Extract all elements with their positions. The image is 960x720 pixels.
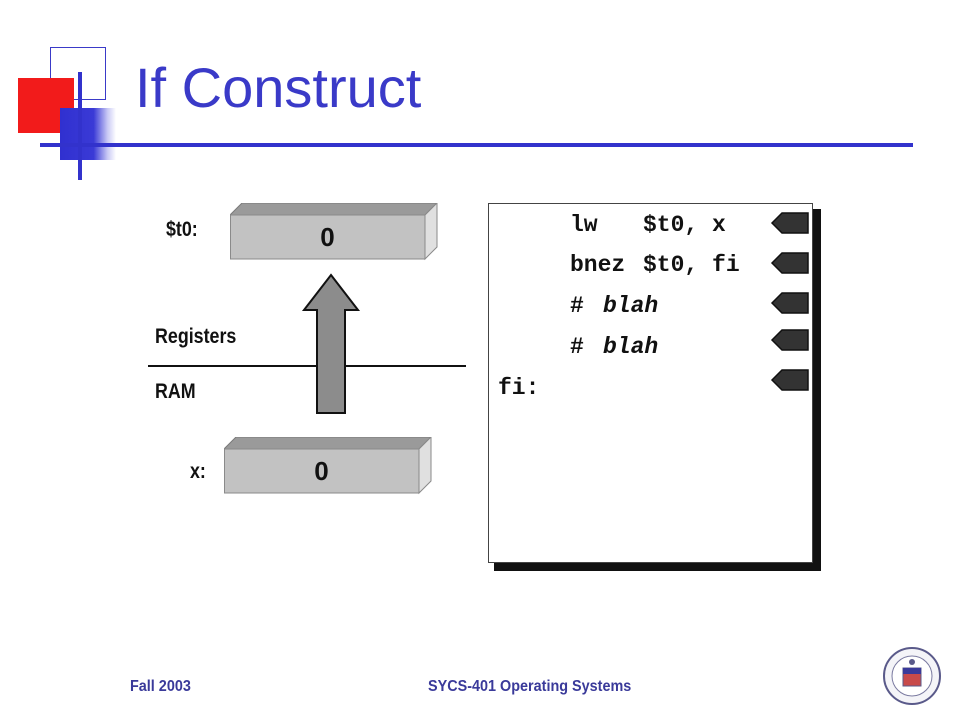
code-line-4-comment: blah [603, 334, 659, 360]
decor-vertical-line [78, 72, 82, 180]
footer-course: SYCS-401 Operating Systems [428, 678, 632, 695]
pointer-tag-icon [770, 329, 809, 351]
slide-title: If Construct [135, 56, 422, 119]
pointer-tag-icon [770, 292, 809, 314]
memory-value: 0 [314, 455, 329, 486]
university-seal-icon [883, 647, 941, 705]
code-line-1-args: $t0, x [643, 212, 726, 238]
registers-label: Registers [155, 325, 237, 348]
code-line-2-op: bnez [570, 252, 626, 278]
code-line-1-op: lw [570, 212, 598, 238]
footer-date: Fall 2003 [130, 678, 191, 695]
memory-box [224, 437, 432, 495]
code-line-4-op: # [570, 334, 584, 360]
code-line-3-op: # [570, 293, 584, 319]
title-underline [40, 143, 913, 147]
pointer-tag-icon [770, 369, 809, 391]
decor-blue-square [60, 108, 116, 160]
memory-label: x: [190, 460, 206, 483]
pointer-tag-icon [770, 212, 809, 234]
code-line-5-label: fi: [498, 375, 540, 401]
register-box [230, 203, 438, 261]
register-label: $t0: [166, 218, 198, 241]
load-arrow-icon [301, 273, 361, 414]
code-line-3-comment: blah [603, 293, 659, 319]
registers-ram-divider [148, 365, 466, 367]
register-value: 0 [320, 221, 335, 252]
code-line-2-args: $t0, fi [643, 252, 740, 278]
pointer-tag-icon [770, 252, 809, 274]
ram-label: RAM [155, 380, 196, 403]
code-panel [488, 203, 813, 563]
